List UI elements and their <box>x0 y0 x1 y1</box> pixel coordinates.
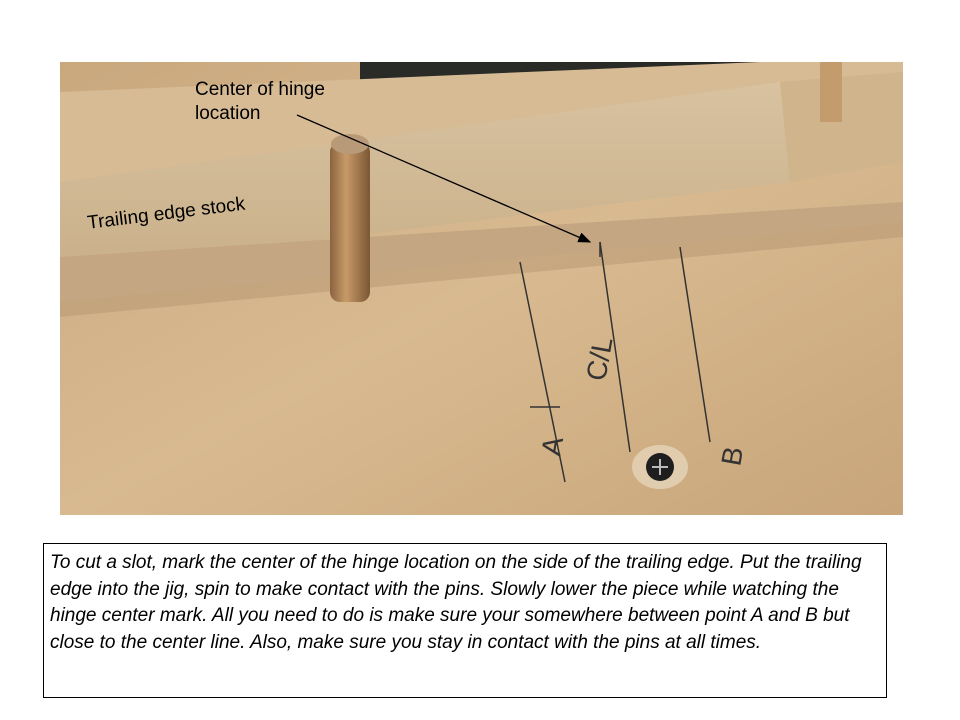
mark-center-line: C/L <box>580 335 618 383</box>
caption-box: To cut a slot, mark the center of the hi… <box>43 543 887 698</box>
center-of-hinge-label: Center of hinge location <box>195 78 325 126</box>
label-line-1: Center of hinge <box>195 79 325 100</box>
photo-illustration: A B C/L <box>60 62 903 515</box>
label-line-2: location <box>195 103 261 124</box>
mark-b: B <box>715 444 749 468</box>
photo-trailing-edge-jig: A B C/L <box>60 62 903 515</box>
